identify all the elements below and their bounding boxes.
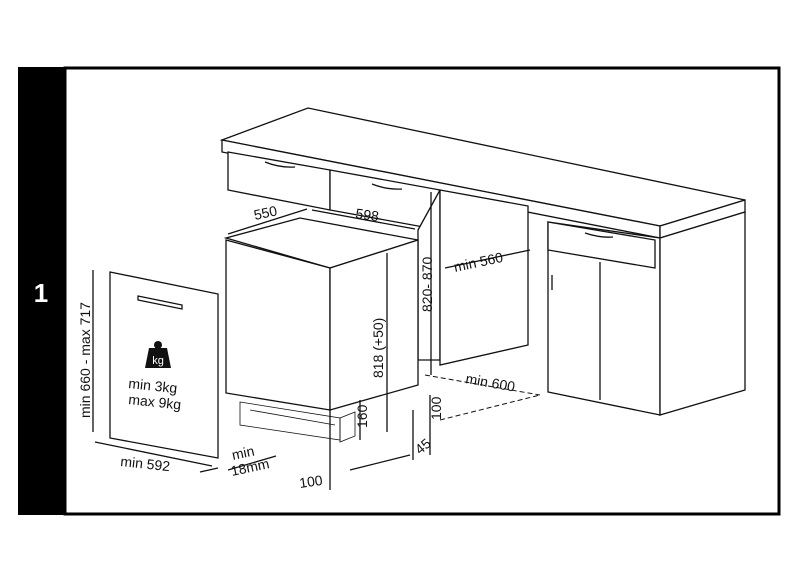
plinth-gap-label: 100 <box>428 396 444 420</box>
kitchen-cabinets <box>219 107 746 416</box>
dishwasher <box>223 217 419 443</box>
width-label: 598 <box>355 205 381 224</box>
panel-thickness-label-2: 18mm <box>229 455 270 479</box>
panel-width-label: min 592 <box>120 453 171 474</box>
niche-width-label: min 600 <box>464 370 516 394</box>
weight-icon-label: kg <box>152 355 164 367</box>
plinth-depth-label: 45 <box>412 435 434 457</box>
panel-thickness-label-1: min <box>230 443 255 463</box>
weight-min-label: min 3kg <box>128 375 178 396</box>
appliance-height-label: 818 (+50) <box>370 318 386 378</box>
foot-offset-label: 100 <box>298 472 324 491</box>
plinth-height-label: 160 <box>354 404 370 428</box>
diagram-frame <box>63 66 781 516</box>
niche-height-label: 820- 870 <box>419 257 435 312</box>
weight-icon: kg <box>145 341 171 368</box>
dimension-lines <box>92 192 541 490</box>
furniture-door-panel: kg min 3kg max 9kg <box>109 271 219 459</box>
step-sidebar <box>18 67 65 515</box>
weight-max-label: max 9kg <box>128 391 182 412</box>
step-number: 1 <box>34 278 48 308</box>
depth-label: 550 <box>252 202 278 223</box>
panel-height-label: min 660 - max 717 <box>77 302 93 418</box>
